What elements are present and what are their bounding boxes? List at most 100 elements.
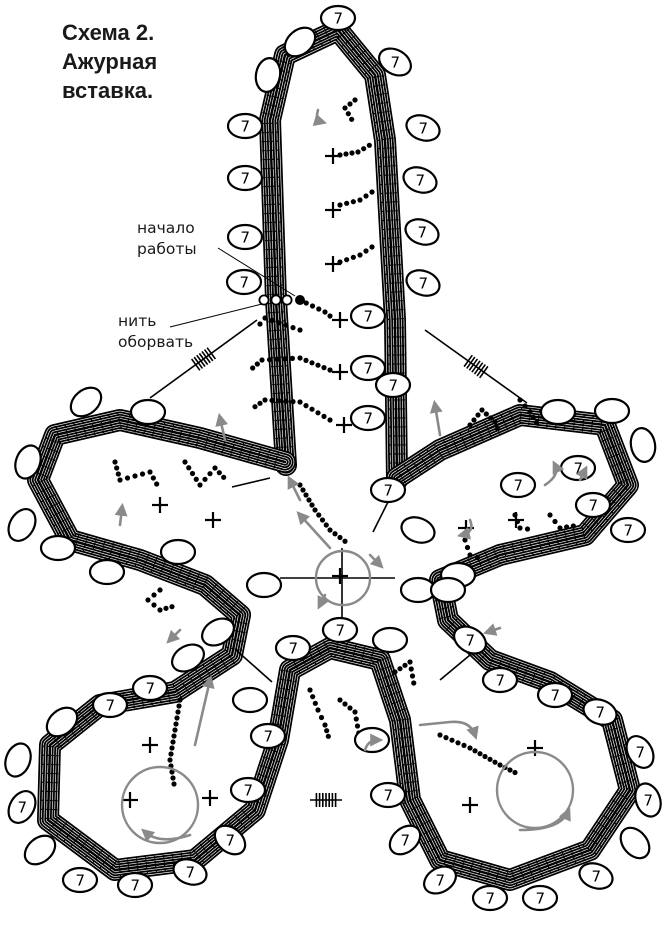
stitch-tick bbox=[453, 865, 454, 868]
picot-number: 7 bbox=[146, 680, 156, 698]
stitch-tick bbox=[439, 618, 442, 619]
stitch-tick bbox=[135, 564, 136, 567]
stitch-tick bbox=[82, 420, 83, 423]
picot-numbered: 7 bbox=[93, 693, 127, 717]
stitch-tick bbox=[512, 543, 513, 546]
stitch-tick bbox=[617, 755, 620, 756]
stitch-tick bbox=[619, 746, 622, 747]
picot-number: 7 bbox=[334, 10, 344, 28]
stitch-tick bbox=[574, 533, 575, 536]
single-crochet-mark bbox=[508, 512, 524, 528]
stitch-tick bbox=[91, 418, 92, 421]
chain-dot bbox=[322, 722, 327, 727]
chain-dot bbox=[363, 193, 368, 198]
stitch-tick bbox=[267, 458, 268, 461]
stitch-tick bbox=[84, 545, 85, 548]
stitch-tick bbox=[620, 727, 623, 728]
stitch-tick bbox=[87, 536, 88, 539]
chain-dot bbox=[443, 735, 448, 740]
stitch-tick bbox=[521, 541, 522, 544]
band-top-stem bbox=[261, 23, 406, 480]
dots-top-4 bbox=[337, 244, 374, 264]
stitch-tick bbox=[225, 647, 228, 648]
stitch-tick bbox=[231, 453, 232, 456]
chain-hatch bbox=[467, 357, 475, 368]
chain-dot bbox=[492, 760, 497, 765]
picot-numbered: 7 bbox=[400, 163, 440, 197]
stitch-tick bbox=[522, 546, 523, 549]
picot-number: 7 bbox=[240, 274, 250, 292]
start-stitch bbox=[282, 295, 291, 304]
chain-dot bbox=[352, 709, 357, 714]
stitch-tick bbox=[370, 663, 371, 666]
stitch-tick bbox=[480, 867, 481, 870]
picot-numbered: 7 bbox=[321, 6, 355, 30]
stitch-tick bbox=[67, 434, 68, 437]
picot-number: 7 bbox=[384, 787, 394, 805]
stitch-tick bbox=[352, 659, 353, 662]
stitch-tick bbox=[110, 552, 111, 555]
stitch-tick bbox=[76, 542, 77, 545]
chain-dot bbox=[354, 716, 359, 721]
chain-dot bbox=[310, 694, 315, 699]
picot-number: 7 bbox=[436, 872, 446, 890]
stitch-tick bbox=[245, 623, 248, 624]
chain-dot bbox=[320, 517, 325, 522]
stitch-tick bbox=[274, 466, 275, 469]
stitch-tick bbox=[182, 426, 183, 429]
stitch-tick bbox=[283, 89, 286, 90]
arrow-left-lower bbox=[170, 630, 180, 640]
chain-hatch bbox=[464, 355, 472, 366]
picot-numbered: 7 bbox=[376, 373, 410, 397]
chain-dot bbox=[275, 357, 280, 362]
stitch-tick bbox=[362, 656, 363, 659]
stitch-tick bbox=[236, 640, 239, 641]
stitch-tick bbox=[481, 863, 482, 866]
chain-bottom-center bbox=[310, 793, 342, 807]
single-crochet-mark bbox=[332, 568, 348, 584]
picot-numbered: 7 bbox=[63, 868, 97, 892]
stitch-tick bbox=[556, 533, 557, 536]
chain-dot bbox=[257, 401, 262, 406]
stitch-tick bbox=[446, 857, 447, 860]
start-work-label: начало работы bbox=[137, 218, 197, 260]
stitch-tick bbox=[268, 454, 269, 457]
start-work-label-line-1: начало bbox=[137, 218, 197, 239]
stitch-tick bbox=[161, 436, 162, 439]
diagram-title: Схема 2. Ажурная вставка. bbox=[62, 18, 157, 105]
chain-dot bbox=[410, 673, 415, 678]
stitch-tick bbox=[346, 648, 347, 651]
stitch-tick bbox=[92, 423, 93, 426]
chain-dot bbox=[527, 409, 532, 414]
single-crochet-mark bbox=[332, 364, 348, 380]
picot-numbered: 7 bbox=[371, 783, 405, 807]
chain-dot bbox=[290, 356, 295, 361]
stitch-tick bbox=[119, 417, 120, 420]
stitch-tick bbox=[180, 435, 181, 438]
stitch-tick bbox=[486, 879, 487, 882]
picot-number: 7 bbox=[264, 728, 274, 746]
stitch-tick bbox=[470, 869, 471, 872]
picot-number: 7 bbox=[391, 54, 401, 72]
dots-right-1 bbox=[462, 537, 480, 560]
chain-dot bbox=[369, 244, 374, 249]
chain-dot bbox=[507, 767, 512, 772]
chain-dot bbox=[347, 705, 352, 710]
stitch-tick bbox=[364, 647, 365, 650]
stitch-tick bbox=[451, 607, 454, 608]
stitch-tick bbox=[278, 88, 281, 89]
stitch-tick bbox=[631, 771, 634, 772]
chain-dot bbox=[163, 606, 168, 611]
stitch-tick bbox=[74, 422, 75, 425]
stitch-tick bbox=[568, 545, 569, 548]
picot-numbered: 7 bbox=[576, 493, 610, 517]
stitch-tick bbox=[524, 555, 525, 558]
chain-hatch bbox=[192, 359, 200, 370]
picot-numbered: 7 bbox=[351, 406, 385, 430]
stitch-tick bbox=[582, 526, 583, 529]
stitch-tick bbox=[471, 865, 472, 868]
chain-dot bbox=[461, 743, 466, 748]
chain-dot bbox=[267, 357, 272, 362]
stitch-tick bbox=[617, 774, 620, 775]
stitch-tick bbox=[479, 872, 480, 875]
